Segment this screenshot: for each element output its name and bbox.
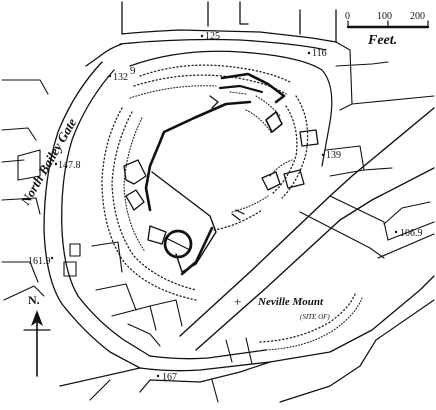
north-arrow-head-icon — [31, 310, 43, 326]
scale-tick-200: 200 — [410, 11, 425, 22]
spot-height-west: 147.8 — [58, 160, 81, 171]
spot-height-east: 139 — [326, 150, 341, 161]
castle-walls — [123, 72, 319, 276]
scale-tick-0: 0 — [345, 11, 350, 22]
spot-heights: 125 116 132 9 147.8 139 161.9 167 106.9 — [28, 31, 423, 383]
spot-height-north: 132 — [113, 72, 128, 83]
site-note: (SITE OF) — [300, 313, 330, 321]
spot-height-north-digit: 9 — [130, 65, 136, 77]
spot-height-southeast: 106.9 — [400, 228, 423, 239]
spot-height-top-right: 116 — [312, 48, 327, 59]
spot-height-top: 125 — [205, 31, 220, 42]
north-label: N. — [28, 293, 40, 307]
north-arrow: N. — [23, 293, 51, 377]
spot-height-south: 167 — [162, 372, 177, 383]
scale-tick-100: 100 — [377, 11, 392, 22]
svg-text:+: + — [234, 294, 241, 309]
site-name: Neville Mount — [257, 296, 324, 308]
neville-mount-outline — [259, 291, 363, 351]
street-lines — [1, 1, 435, 403]
spot-height-southwest: 161.9 — [28, 256, 51, 267]
scale-bar: 0 100 200 Feet. — [345, 11, 430, 48]
neville-mount-label: + Neville Mount (SITE OF) — [234, 294, 330, 321]
scale-unit-label: Feet. — [367, 33, 397, 48]
